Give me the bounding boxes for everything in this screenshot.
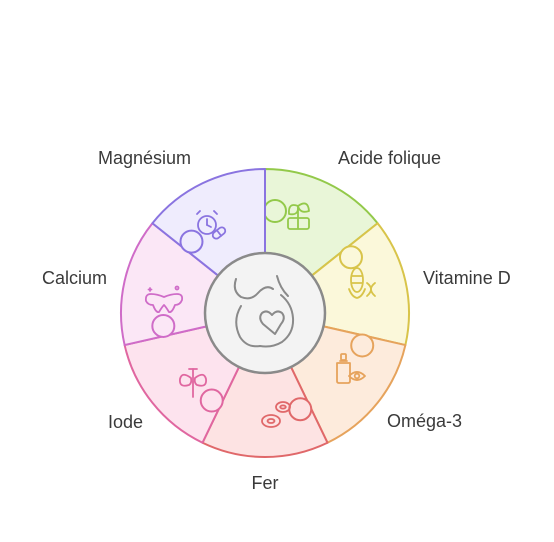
puzzle-knob-omega-3 — [350, 333, 375, 358]
thyroid-icon — [179, 368, 207, 398]
puzzle-knob-fer — [288, 397, 313, 422]
dropper-bottle-eye-icon — [336, 353, 366, 384]
label-fer: Fer — [251, 473, 279, 493]
blood-cells-icon — [261, 401, 291, 428]
label-vitamine-d: Vitamine D — [423, 268, 511, 288]
alarm-pill-icon — [196, 210, 227, 240]
puzzle-knob-iode — [199, 388, 224, 413]
puzzle-knob-magnesium — [179, 229, 204, 254]
center-disk — [203, 251, 327, 375]
label-acide-folique: Acide folique — [338, 148, 442, 168]
label-calcium: Calcium — [41, 268, 107, 288]
tooth-icon — [144, 285, 184, 314]
sprout-icon — [287, 202, 310, 230]
puzzle-knob-calcium — [151, 313, 176, 338]
pregnant-belly-heart-icon — [233, 275, 295, 348]
puzzle-knob-vitamine-d — [338, 245, 363, 270]
corn-dna-icon — [348, 267, 376, 299]
label-magnesium: Magnésium — [97, 148, 191, 168]
label-omega-3: Oméga-3 — [387, 411, 463, 431]
label-iode: Iode — [107, 412, 143, 432]
puzzle-knob-acide-folique — [263, 199, 287, 223]
